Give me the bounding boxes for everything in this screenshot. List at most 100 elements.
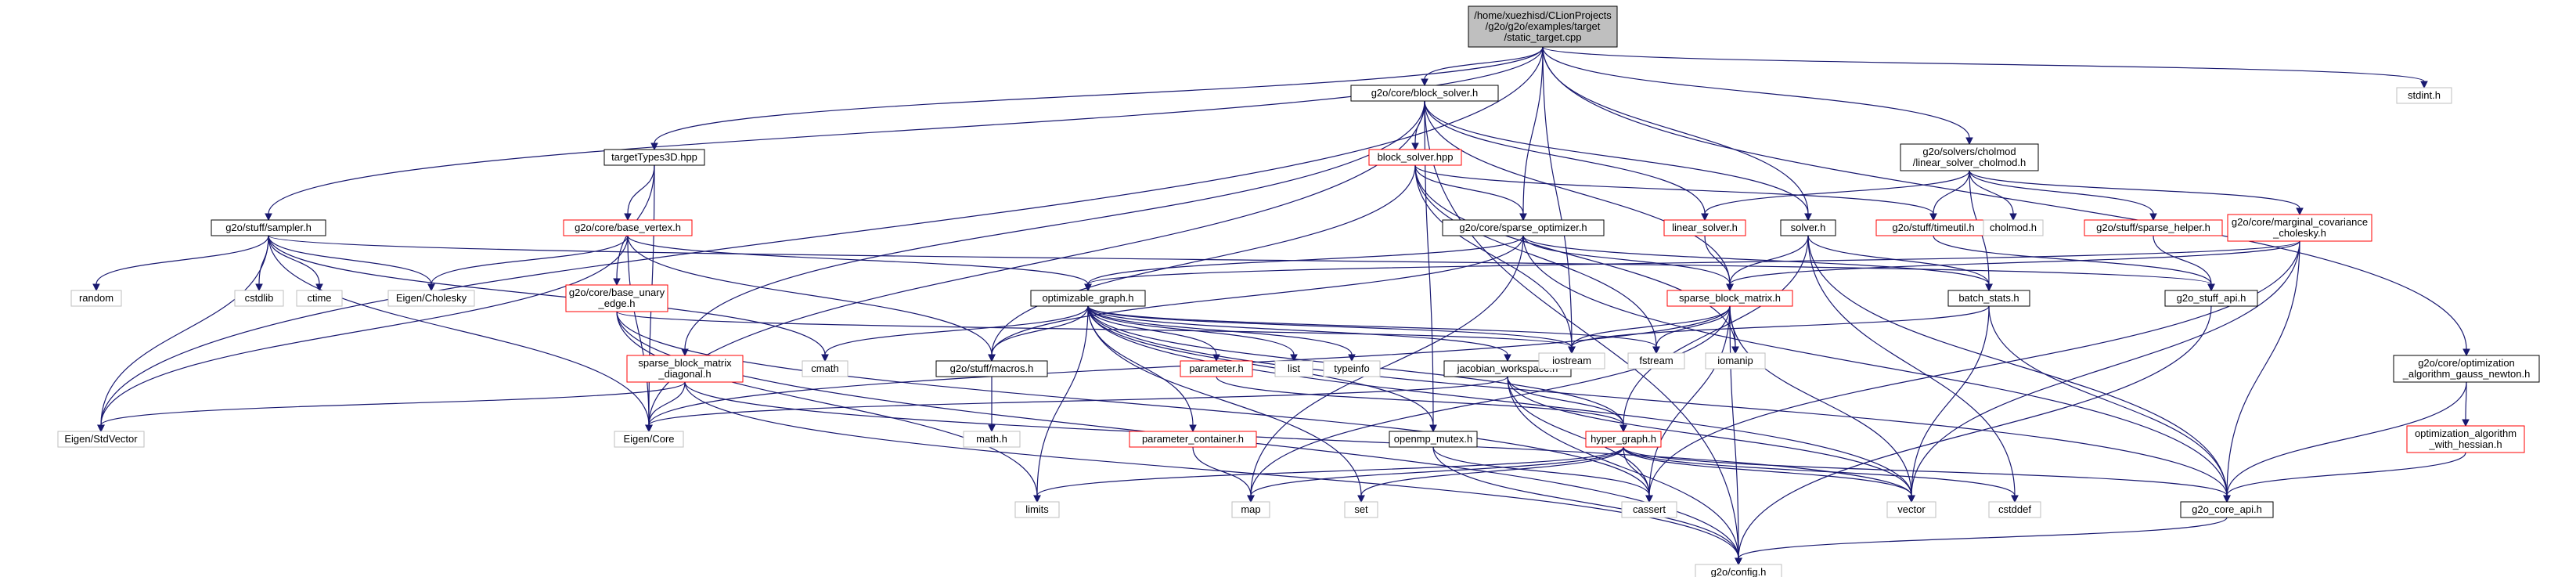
edge-line	[268, 235, 650, 426]
edge-optimizable_graph-to-vector	[1087, 305, 1915, 503]
node-list[interactable]: list	[1274, 360, 1313, 377]
edge-arrowhead	[97, 424, 105, 433]
edge-line	[1087, 305, 1353, 355]
edge-arrowhead	[821, 354, 829, 362]
node-box	[603, 149, 705, 166]
node-cholmod[interactable]: cholmod.h	[1983, 219, 2044, 236]
node-optimizable-graph[interactable]: optimizable_graph.h	[1030, 290, 1146, 307]
node-g2o-core-api[interactable]: g2o_core_api.h	[2180, 501, 2274, 518]
node-linear-solver[interactable]: linear_solver.h	[1663, 219, 1746, 236]
edge-arrowhead	[265, 213, 272, 222]
edge-arrowhead	[988, 424, 996, 433]
edge-line	[1911, 305, 1990, 496]
node-eigen-stdvector[interactable]: Eigen/StdVector	[57, 431, 145, 448]
node-map[interactable]: map	[1231, 501, 1270, 518]
node-box	[2406, 425, 2525, 453]
edge-line	[1087, 235, 1524, 285]
node-base-unary-edge[interactable]: g2o/core/base_unary_edge.h	[565, 284, 668, 312]
node-cstddef[interactable]: cstddef	[1988, 501, 2041, 518]
node-random[interactable]: random	[70, 290, 122, 307]
node-linear-solver-cholmod[interactable]: g2o/solvers/cholmod/linear_solver_cholmo…	[1900, 143, 2039, 171]
node-iostream[interactable]: iostream	[1538, 352, 1605, 370]
edge-arrowhead	[650, 142, 658, 151]
node-label: g2o/config.h	[1711, 566, 1767, 577]
node-timeutil[interactable]: g2o/stuff/timeutil.h	[1875, 219, 1991, 236]
node-label: parameter_container.h	[1142, 433, 1244, 445]
node-label: _diagonal.h	[658, 368, 711, 380]
node-cassert[interactable]: cassert	[1621, 501, 1677, 518]
node-box	[1442, 219, 1605, 236]
node-sparse-helper[interactable]: g2o/stuff/sparse_helper.h	[2084, 219, 2223, 236]
node-limits[interactable]: limits	[1014, 501, 1060, 518]
node-sparse-optimizer[interactable]: g2o/core/sparse_optimizer.h	[1442, 219, 1605, 236]
node-parameter-container[interactable]: parameter_container.h	[1129, 431, 1257, 448]
node-label: /static_target.cpp	[1504, 31, 1582, 43]
node-ctime[interactable]: ctime	[296, 290, 343, 307]
edge-arrowhead	[2149, 213, 2157, 222]
node-cstdlib[interactable]: cstdlib	[234, 290, 284, 307]
node-g2o-config[interactable]: g2o/config.h	[1695, 564, 1782, 577]
node-box	[1585, 431, 1662, 448]
edge-line	[1648, 305, 1731, 496]
edge-line	[1933, 170, 1970, 215]
edge-line	[2226, 452, 2466, 496]
node-iomanip[interactable]: iomanip	[1705, 352, 1766, 370]
node-opt-with-hessian[interactable]: optimization_algorithm_with_hessian.h	[2406, 425, 2525, 453]
edge-sampler-to-ctime	[268, 235, 323, 292]
edge-optimizable_graph-to-openmp_mutex	[1087, 305, 1437, 433]
node-math-h[interactable]: math.h	[963, 431, 1021, 448]
node-root[interactable]: /home/xuezhisd/CLionProjects/g2o/g2o/exa…	[1468, 5, 1618, 48]
node-box	[1231, 501, 1270, 518]
node-targetTypes3D[interactable]: targetTypes3D.hpp	[603, 149, 705, 166]
node-box	[565, 284, 668, 312]
edge-sampler-to-eigen_stdvector	[97, 235, 269, 433]
edge-line	[1729, 305, 1739, 559]
edge-root-to-block_solver_h	[1421, 46, 1544, 87]
edge-sparse_helper-to-g2o_stuff_api	[2153, 235, 2215, 292]
edge-root-to-sampler	[265, 46, 1544, 222]
node-macros[interactable]: g2o/stuff/macros.h	[935, 360, 1048, 377]
edge-parameter-to-hyper_graph	[1216, 376, 1627, 433]
node-typeinfo[interactable]: typeinfo	[1323, 360, 1381, 377]
node-label: _algorithm_gauss_newton.h	[2402, 368, 2531, 380]
edge-line	[1807, 235, 2228, 496]
node-stdint[interactable]: stdint.h	[2396, 87, 2452, 104]
node-parameter[interactable]: parameter.h	[1180, 360, 1253, 377]
edge-arrowhead	[2463, 348, 2470, 357]
node-block-solver-hpp[interactable]: block_solver.hpp	[1368, 149, 1462, 166]
node-sbm-diagonal[interactable]: sparse_block_matrix_diagonal.h	[626, 355, 744, 383]
node-g2o-stuff-api[interactable]: g2o_stuff_api.h	[2164, 290, 2258, 307]
node-set[interactable]: set	[1344, 501, 1378, 518]
edge-linear_solver_cholmod-to-linear_solver	[1701, 170, 1970, 222]
edge-hyper_graph-to-g2o_core_api	[1623, 446, 2231, 503]
edge-line	[1087, 305, 1434, 426]
edge-line	[1542, 46, 1809, 215]
node-marginal-cov[interactable]: g2o/core/marginal_covariance_cholesky.h	[2227, 214, 2372, 242]
edge-arrowhead	[2011, 495, 2019, 503]
node-openmp-mutex[interactable]: openmp_mutex.h	[1389, 431, 1478, 448]
node-eigen-core[interactable]: Eigen/Core	[614, 431, 684, 448]
node-fstream[interactable]: fstream	[1627, 352, 1685, 370]
node-hyper-graph[interactable]: hyper_graph.h	[1585, 431, 1662, 448]
node-label: limits	[1025, 503, 1049, 515]
edge-arrowhead	[255, 283, 263, 292]
node-solver[interactable]: solver.h	[1780, 219, 1836, 236]
node-cmath[interactable]: cmath	[802, 360, 848, 377]
edge-line	[1542, 46, 1573, 348]
edge-line	[1988, 305, 2228, 496]
node-base-vertex[interactable]: g2o/core/base_vertex.h	[563, 219, 693, 236]
node-label: optimizable_graph.h	[1042, 292, 1133, 304]
node-batch-stats[interactable]: batch_stats.h	[1947, 290, 2030, 307]
node-eigen-cholesky[interactable]: Eigen/Cholesky	[387, 290, 475, 307]
node-sampler[interactable]: g2o/stuff/sampler.h	[211, 219, 326, 236]
edge-line	[824, 305, 1089, 355]
node-sparse-block-matrix[interactable]: sparse_block_matrix.h	[1666, 290, 1793, 307]
edge-line	[1432, 446, 1650, 496]
node-block-solver-h[interactable]: g2o/core/block_solver.h	[1350, 85, 1499, 102]
edge-line	[1623, 235, 1809, 426]
node-opt-gauss-newton[interactable]: g2o/core/optimization_algorithm_gauss_ne…	[2393, 355, 2540, 383]
edge-block_solver_hpp-to-timeutil	[1414, 164, 1937, 222]
node-box	[1389, 431, 1478, 448]
node-vector[interactable]: vector	[1886, 501, 1937, 518]
